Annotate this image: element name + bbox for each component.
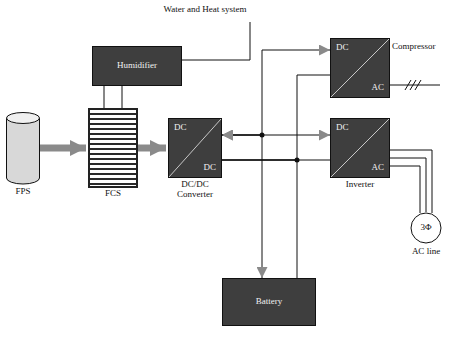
power-wire (222, 160, 297, 278)
diagram-title: Water and Heat system (0, 4, 410, 14)
converter-box: DCACCompressor (330, 38, 390, 98)
power-wire (222, 50, 330, 135)
node-text: AC (371, 163, 384, 173)
power-wire (122, 86, 123, 108)
cylinder-body (7, 118, 40, 184)
phase-wire (390, 150, 432, 213)
ac-line-circle: 3ΦAC line (410, 212, 442, 244)
node-text: DC (336, 43, 349, 53)
three-phase-line (390, 85, 440, 86)
node-label: Inverter (346, 180, 374, 190)
node-text: 3Φ (420, 223, 431, 233)
node-label: Compressor (392, 42, 436, 52)
node-label: AC line (412, 247, 440, 257)
diagonal-line (331, 119, 389, 177)
flow-arrow (138, 145, 166, 152)
humidifier-box: Humidifier (92, 46, 182, 86)
power-wire (222, 75, 330, 160)
diagonal-line (331, 39, 389, 97)
node-label: FPS (15, 187, 30, 197)
tank-cylinder: FPS (6, 112, 40, 184)
battery-box: Battery (222, 278, 316, 326)
node-text: Humidifier (117, 61, 157, 71)
converter-box: DCDCDC/DC Converter (168, 118, 222, 178)
node-text: DC (203, 163, 216, 173)
pipe-line (182, 22, 250, 60)
ac-source-circle (411, 213, 441, 243)
power-wire (222, 135, 262, 278)
power-wire (104, 86, 105, 108)
node-text: Battery (256, 297, 283, 307)
diagonal-line (169, 119, 221, 177)
phase-wire (390, 166, 420, 213)
node-text: DC (336, 123, 349, 133)
node-label: DC/DC Converter (165, 180, 225, 200)
power-wire (390, 158, 426, 212)
fuel-cell-stack: FCS (88, 108, 138, 188)
node-text: DC (174, 123, 187, 133)
flow-arrow (40, 145, 86, 152)
cylinder-top (7, 113, 40, 124)
phase-mark (410, 80, 416, 90)
node-label: FCS (105, 189, 121, 199)
node-text: AC (371, 83, 384, 93)
phase-mark (405, 80, 411, 90)
inverter-box: DCACInverter (330, 118, 390, 178)
cylinder-outline (6, 112, 40, 184)
phase-mark (415, 80, 421, 90)
